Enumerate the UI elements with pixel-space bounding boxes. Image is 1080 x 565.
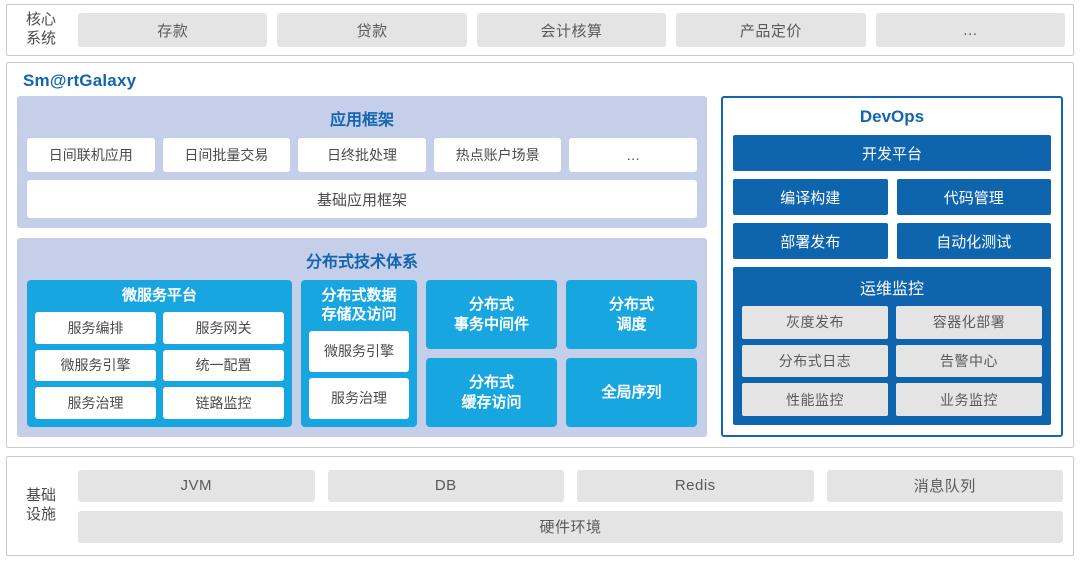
- datastore-chip-grid: 微服务引擎 服务治理: [309, 330, 409, 419]
- devops-row: 部署发布 自动化测试: [733, 223, 1051, 259]
- ms-item-tracing[interactable]: 链路监控: [163, 387, 284, 419]
- app-framework-title: 应用框架: [329, 112, 394, 129]
- app-item-batch[interactable]: 日间批量交易: [162, 138, 291, 172]
- devops-title: DevOps: [859, 107, 925, 126]
- galaxy-right-column: DevOps 开发平台 编译构建 代码管理 部署发布 自动化测试 运维监控: [721, 96, 1063, 437]
- distributed-column-transaction: 分布式 事务中间件 分布式 缓存访问: [426, 280, 557, 427]
- smartgalaxy-title: Sm@rtGalaxy: [23, 71, 137, 90]
- app-framework-items: 日间联机应用 日间批量交易 日终批处理 热点账户场景 …: [27, 138, 697, 172]
- ms-item-gateway[interactable]: 服务网关: [163, 311, 284, 344]
- ops-item-gray-release[interactable]: 灰度发布: [742, 306, 888, 339]
- microservice-platform-title: 微服务平台: [121, 287, 197, 304]
- ops-monitoring-grid: 灰度发布 容器化部署 分布式日志 告警中心 性能监控 业务监控: [742, 306, 1042, 417]
- infra-item-message-queue[interactable]: 消息队列: [826, 469, 1063, 502]
- devops-item-code-management[interactable]: 代码管理: [896, 179, 1051, 215]
- smartgalaxy-body: 应用框架 日间联机应用 日间批量交易 日终批处理 热点账户场景 … 基础应用框架…: [17, 96, 1063, 437]
- dist-item-transaction-middleware[interactable]: 分布式 事务中间件: [426, 280, 557, 349]
- ops-row: 性能监控 业务监控: [742, 383, 1042, 417]
- ops-item-alert-center[interactable]: 告警中心: [896, 344, 1042, 378]
- app-item-more[interactable]: …: [569, 138, 697, 172]
- dist-item-global-sequence[interactable]: 全局序列: [566, 358, 697, 427]
- ops-monitoring-title: 运维监控: [859, 281, 924, 298]
- infra-item-jvm[interactable]: JVM: [78, 469, 315, 502]
- ds-item-engine[interactable]: 微服务引擎: [309, 330, 409, 372]
- distributed-datastore-card: 分布式数据 存储及访问 微服务引擎 服务治理: [301, 280, 417, 427]
- core-item-deposit[interactable]: 存款: [78, 13, 268, 47]
- ms-item-engine[interactable]: 微服务引擎: [35, 349, 156, 382]
- devops-item-deploy[interactable]: 部署发布: [733, 223, 888, 259]
- smartgalaxy-panel: Sm@rtGalaxy 应用框架 日间联机应用 日间批量交易 日终批处理 热点账…: [6, 62, 1074, 448]
- app-framework-section: 应用框架 日间联机应用 日间批量交易 日终批处理 热点账户场景 … 基础应用框架: [17, 96, 707, 228]
- devops-item-platform[interactable]: 开发平台: [733, 135, 1051, 171]
- core-item-more[interactable]: …: [875, 13, 1066, 47]
- microservice-chip-row: 微服务引擎 统一配置: [35, 349, 284, 382]
- microservice-chip-row: 服务编排 服务网关: [35, 311, 284, 344]
- distributed-column-scheduling: 分布式 调度 全局序列: [566, 280, 697, 427]
- distributed-tech-section: 分布式技术体系 微服务平台 服务编排 服务网关 微服务引: [17, 238, 707, 437]
- dist-item-cache-access[interactable]: 分布式 缓存访问: [426, 358, 557, 427]
- core-systems-list: 存款 贷款 会计核算 产品定价 …: [78, 13, 1066, 47]
- microservice-chip-grid: 服务编排 服务网关 微服务引擎 统一配置 服务治理 链路监控: [35, 311, 284, 419]
- app-item-hotaccount[interactable]: 热点账户场景: [433, 138, 562, 172]
- microservice-chip-row: 服务治理 链路监控: [35, 387, 284, 419]
- ms-item-config[interactable]: 统一配置: [163, 349, 284, 382]
- core-systems-panel: 核心 系统 存款 贷款 会计核算 产品定价 …: [6, 4, 1074, 56]
- datastore-chip-row: 微服务引擎: [309, 330, 409, 372]
- dist-item-scheduling[interactable]: 分布式 调度: [566, 280, 697, 349]
- ds-item-governance[interactable]: 服务治理: [309, 377, 409, 419]
- infra-item-db[interactable]: DB: [327, 469, 564, 502]
- ops-item-container-deploy[interactable]: 容器化部署: [896, 306, 1042, 339]
- microservice-platform-card: 微服务平台 服务编排 服务网关 微服务引擎 统一配置: [27, 280, 292, 427]
- distributed-datastore-title: 分布式数据 存储及访问: [321, 287, 397, 323]
- infrastructure-panel: 基础 设施 JVM DB Redis 消息队列 硬件环境: [6, 456, 1074, 556]
- ops-item-distributed-log[interactable]: 分布式日志: [742, 344, 888, 378]
- infra-item-redis[interactable]: Redis: [577, 469, 814, 502]
- ops-row: 灰度发布 容器化部署: [742, 306, 1042, 339]
- devops-item-auto-test[interactable]: 自动化测试: [896, 223, 1051, 259]
- app-base-framework[interactable]: 基础应用框架: [27, 180, 697, 218]
- app-item-online[interactable]: 日间联机应用: [27, 138, 155, 172]
- core-systems-label: 核心 系统: [25, 11, 56, 47]
- app-item-eod[interactable]: 日终批处理: [298, 138, 426, 172]
- ops-monitoring-card: 运维监控 灰度发布 容器化部署 分布式日志 告警中心 性能监控: [733, 267, 1051, 425]
- devops-row: 编译构建 代码管理: [733, 179, 1051, 215]
- infrastructure-label: 基础 设施: [25, 487, 56, 523]
- ops-row: 分布式日志 告警中心: [742, 344, 1042, 378]
- core-item-loan[interactable]: 贷款: [277, 13, 467, 47]
- ops-item-business-monitor[interactable]: 业务监控: [896, 383, 1042, 417]
- infrastructure-content: JVM DB Redis 消息队列 硬件环境: [78, 469, 1063, 543]
- devops-item-build[interactable]: 编译构建: [733, 179, 888, 215]
- ms-item-governance[interactable]: 服务治理: [35, 387, 156, 419]
- infrastructure-items: JVM DB Redis 消息队列: [78, 469, 1063, 502]
- ms-item-orchestration[interactable]: 服务编排: [35, 311, 156, 344]
- core-item-accounting[interactable]: 会计核算: [476, 13, 667, 47]
- distributed-tech-title: 分布式技术体系: [305, 254, 418, 271]
- devops-panel: DevOps 开发平台 编译构建 代码管理 部署发布 自动化测试 运维监控: [721, 96, 1063, 437]
- datastore-chip-row: 服务治理: [309, 377, 409, 419]
- infra-item-hardware[interactable]: 硬件环境: [78, 510, 1063, 543]
- galaxy-left-column: 应用框架 日间联机应用 日间批量交易 日终批处理 热点账户场景 … 基础应用框架…: [17, 96, 707, 437]
- core-item-pricing[interactable]: 产品定价: [676, 13, 866, 47]
- distributed-tech-grid: 微服务平台 服务编排 服务网关 微服务引擎 统一配置: [27, 280, 697, 427]
- ops-item-performance-monitor[interactable]: 性能监控: [742, 383, 888, 417]
